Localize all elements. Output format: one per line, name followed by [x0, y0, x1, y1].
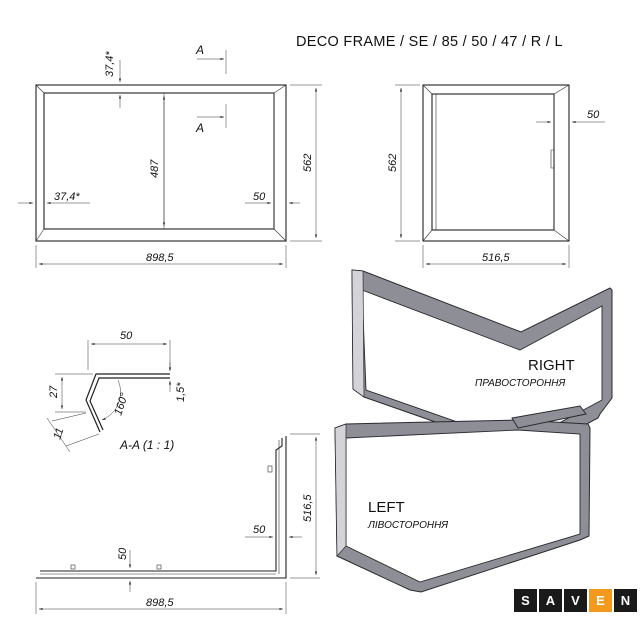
section-dim-fold: 11: [51, 426, 66, 441]
front-frame-outer: [35, 84, 287, 242]
side-frame-inner: [431, 93, 555, 231]
side-dim-height: 562: [387, 154, 399, 172]
top-dim-depth: 516,5: [302, 494, 314, 522]
side-view: 562 50 516,5: [387, 84, 605, 268]
top-dim-side-left: 50: [117, 547, 129, 560]
side-dim-side: 50: [587, 109, 600, 121]
section-aa: 50 27 160° 1,5* 11 A-A (1 : 1): [46, 330, 187, 453]
iso-right-sub: ПРАВОСТОРОННЯ: [475, 378, 565, 389]
section-mark-bottom: A: [195, 121, 204, 135]
brand-logo: S A V E N: [514, 589, 637, 612]
side-dim-width: 516,5: [482, 252, 510, 264]
dim-top-depth: 37,4*: [104, 51, 116, 77]
drawing-title: DECO FRAME / SE / 85 / 50 / 47 / R / L: [296, 34, 563, 50]
dim-side: 50: [253, 191, 266, 203]
top-dim-width: 898,5: [146, 597, 174, 609]
top-view: 516,5 50 50 898,5: [35, 433, 320, 614]
section-dim-thickness: 1,5*: [175, 382, 187, 402]
top-profile-outer: [36, 436, 287, 579]
iso-right-frame: [351, 269, 613, 459]
brand-letter: S: [514, 589, 537, 612]
side-frame-outer: [422, 84, 570, 242]
section-dim-width: 50: [120, 330, 133, 342]
brand-letter: A: [539, 589, 562, 612]
section-label: A-A (1 : 1): [119, 438, 174, 452]
front-view: 37,4* 37,4* 487 562 50 898,5 A A: [18, 43, 322, 268]
brand-letter: N: [614, 589, 637, 612]
section-dim-height: 27: [48, 385, 60, 399]
iso-left-frame: [334, 419, 591, 593]
iso-left-label: LEFT: [368, 499, 405, 516]
dim-height-outer: 562: [302, 154, 314, 172]
dim-width: 898,5: [146, 252, 174, 264]
iso-left-sub: ЛІВОСТОРОННЯ: [367, 520, 448, 531]
dim-left-depth: 37,4*: [54, 191, 80, 203]
section-mark-top: A: [195, 43, 204, 57]
iso-right-label: RIGHT: [528, 357, 575, 374]
top-profile-inner: [40, 438, 283, 572]
top-dim-side-top: 50: [253, 524, 266, 536]
brand-letter: V: [564, 589, 587, 612]
section-profile: [85, 373, 170, 433]
dim-height-inner: 487: [149, 159, 161, 178]
section-dim-angle: 160°: [112, 391, 131, 417]
brand-letter-accent: E: [589, 589, 612, 612]
